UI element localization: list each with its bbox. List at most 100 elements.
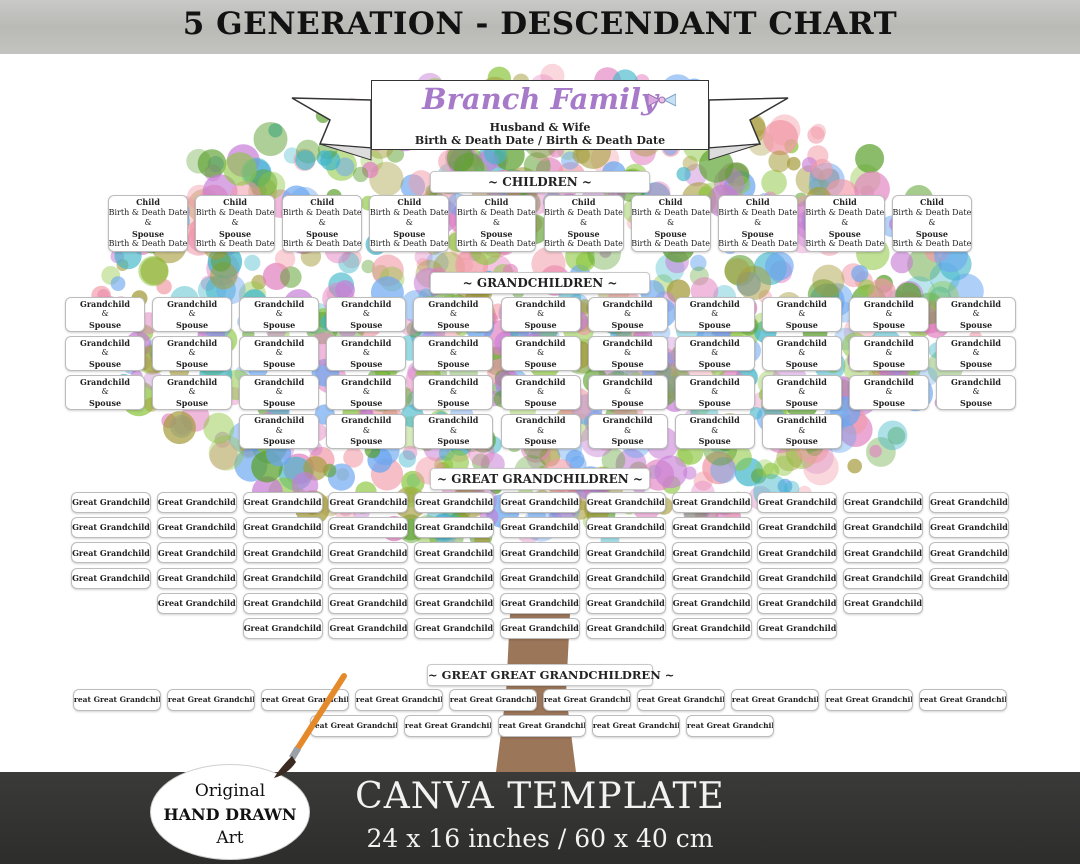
great-grandchild-card[interactable]: Great Grandchild — [500, 517, 580, 539]
grandchild-card[interactable]: Grandchild&Spouse — [761, 413, 842, 449]
great-grandchild-card[interactable]: Great Grandchild — [414, 618, 495, 639]
great-grandchild-card[interactable]: Great Grandchild — [843, 567, 924, 589]
great-grandchild-card[interactable]: Great Grandchild — [414, 517, 495, 539]
great-grandchild-card[interactable]: Great Grandchild — [242, 618, 323, 639]
great-great-grandchild-card[interactable]: Great Great Grandchild — [310, 715, 398, 737]
great-grandchild-card[interactable]: Great Grandchild — [757, 567, 838, 589]
great-grandchild-card[interactable]: Great Grandchild — [671, 542, 752, 564]
grandchild-card[interactable]: Grandchild&Spouse — [587, 413, 668, 449]
great-grandchild-card[interactable]: Great Grandchild — [929, 492, 1009, 513]
great-grandchild-card[interactable]: Great Grandchild — [71, 567, 151, 589]
family-name[interactable]: Branch Family — [422, 82, 658, 116]
grandchild-card[interactable]: Grandchild&Spouse — [848, 297, 929, 332]
great-grandchild-card[interactable]: Great Grandchild — [414, 567, 495, 589]
great-great-grandchild-card[interactable]: Great Great Grandchild — [825, 689, 913, 711]
great-grandchild-card[interactable]: Great Grandchild — [757, 517, 838, 539]
grandchild-card[interactable]: Grandchild&Spouse — [326, 374, 407, 410]
great-grandchild-card[interactable]: Great Grandchild — [843, 542, 924, 564]
great-grandchild-card[interactable]: Great Grandchild — [585, 618, 666, 639]
great-grandchild-card[interactable]: Great Grandchild — [71, 492, 151, 513]
grandchild-card[interactable]: Grandchild&Spouse — [413, 374, 494, 410]
great-grandchild-card[interactable]: Great Grandchild — [242, 517, 323, 539]
great-grandchild-card[interactable]: Great Grandchild — [585, 567, 666, 589]
grandchild-card[interactable]: Grandchild&Spouse — [587, 297, 668, 332]
great-grandchild-card[interactable]: Great Grandchild — [500, 592, 580, 614]
grandchild-card[interactable]: Grandchild&Spouse — [936, 374, 1016, 410]
great-grandchild-card[interactable]: Great Grandchild — [156, 542, 237, 564]
great-great-grandchild-card[interactable]: Great Great Grandchild — [355, 689, 443, 711]
great-grandchild-card[interactable]: Great Grandchild — [500, 567, 580, 589]
great-grandchild-card[interactable]: Great Grandchild — [71, 517, 151, 539]
great-great-grandchild-card[interactable]: Great Great Grandchild — [167, 689, 255, 711]
great-great-grandchild-card[interactable]: Great Great Grandchild — [919, 689, 1007, 711]
great-grandchild-card[interactable]: Great Grandchild — [843, 517, 924, 539]
great-grandchild-card[interactable]: Great Grandchild — [328, 542, 409, 564]
great-grandchild-card[interactable]: Great Grandchild — [929, 542, 1009, 564]
grandchild-card[interactable]: Grandchild&Spouse — [674, 297, 755, 332]
great-grandchild-card[interactable]: Great Grandchild — [71, 542, 151, 564]
great-grandchild-card[interactable]: Great Grandchild — [328, 567, 409, 589]
great-grandchild-card[interactable]: Great Grandchild — [585, 492, 666, 513]
grandchild-card[interactable]: Grandchild&Spouse — [239, 297, 320, 332]
grandchild-card[interactable]: Grandchild&Spouse — [761, 335, 842, 371]
grandchild-card[interactable]: Grandchild&Spouse — [239, 335, 320, 371]
grandchild-card[interactable]: Grandchild&Spouse — [674, 335, 755, 371]
great-grandchild-card[interactable]: Great Grandchild — [843, 492, 924, 513]
great-great-grandchild-card[interactable]: Great Great Grandchild — [686, 715, 774, 737]
grandchild-card[interactable]: Grandchild&Spouse — [936, 335, 1016, 371]
great-grandchild-card[interactable]: Great Grandchild — [757, 592, 838, 614]
great-grandchild-card[interactable]: Great Grandchild — [929, 567, 1009, 589]
great-grandchild-card[interactable]: Great Grandchild — [585, 517, 666, 539]
grandchild-card[interactable]: Grandchild&Spouse — [587, 335, 668, 371]
grandchild-card[interactable]: Grandchild&Spouse — [500, 374, 581, 410]
grandchild-card[interactable]: Grandchild&Spouse — [500, 297, 581, 332]
great-great-grandchild-card[interactable]: Great Great Grandchild — [592, 715, 680, 737]
great-grandchild-card[interactable]: Great Grandchild — [156, 517, 237, 539]
grandchild-card[interactable]: Grandchild&Spouse — [413, 297, 494, 332]
great-great-grandchild-card[interactable]: Great Great Grandchild — [404, 715, 492, 737]
grandchild-card[interactable]: Grandchild&Spouse — [65, 297, 145, 332]
great-grandchild-card[interactable]: Great Grandchild — [500, 492, 580, 513]
grandchild-card[interactable]: Grandchild&Spouse — [326, 413, 407, 449]
great-grandchild-card[interactable]: Great Grandchild — [585, 542, 666, 564]
grandchild-card[interactable]: Grandchild&Spouse — [65, 374, 145, 410]
great-grandchild-card[interactable]: Great Grandchild — [671, 517, 752, 539]
great-grandchild-card[interactable]: Great Grandchild — [156, 592, 237, 614]
grandchild-card[interactable]: Grandchild&Spouse — [152, 374, 233, 410]
great-great-grandchild-card[interactable]: Great Great Grandchild — [637, 689, 725, 711]
great-grandchild-card[interactable]: Great Grandchild — [671, 618, 752, 639]
grandchild-card[interactable]: Grandchild&Spouse — [500, 413, 581, 449]
great-grandchild-card[interactable]: Great Grandchild — [242, 542, 323, 564]
great-grandchild-card[interactable]: Great Grandchild — [671, 492, 752, 513]
grandchild-card[interactable]: Grandchild&Spouse — [239, 374, 320, 410]
great-grandchild-card[interactable]: Great Grandchild — [242, 592, 323, 614]
grandchild-card[interactable]: Grandchild&Spouse — [848, 335, 929, 371]
grandchild-card[interactable]: Grandchild&Spouse — [761, 374, 842, 410]
great-grandchild-card[interactable]: Great Grandchild — [414, 542, 495, 564]
great-grandchild-card[interactable]: Great Grandchild — [757, 618, 838, 639]
great-great-grandchild-card[interactable]: Great Great Grandchild — [73, 689, 161, 711]
great-grandchild-card[interactable]: Great Grandchild — [585, 592, 666, 614]
grandchild-card[interactable]: Grandchild&Spouse — [848, 374, 929, 410]
grandchild-card[interactable]: Grandchild&Spouse — [152, 335, 233, 371]
great-great-grandchild-card[interactable]: Great Great Grandchild — [731, 689, 819, 711]
great-grandchild-card[interactable]: Great Grandchild — [414, 592, 495, 614]
grandchild-card[interactable]: Grandchild&Spouse — [413, 413, 494, 449]
great-grandchild-card[interactable]: Great Grandchild — [328, 492, 409, 513]
great-grandchild-card[interactable]: Great Grandchild — [671, 592, 752, 614]
great-grandchild-card[interactable]: Great Grandchild — [414, 492, 495, 513]
great-grandchild-card[interactable]: Great Grandchild — [500, 542, 580, 564]
grandchild-card[interactable]: Grandchild&Spouse — [239, 413, 320, 449]
grandchild-card[interactable]: Grandchild&Spouse — [587, 374, 668, 410]
grandchild-card[interactable]: Grandchild&Spouse — [500, 335, 581, 371]
great-grandchild-card[interactable]: Great Grandchild — [156, 492, 237, 513]
great-grandchild-card[interactable]: Great Grandchild — [843, 592, 924, 614]
great-great-grandchild-card[interactable]: Great Great Grandchild — [543, 689, 631, 711]
